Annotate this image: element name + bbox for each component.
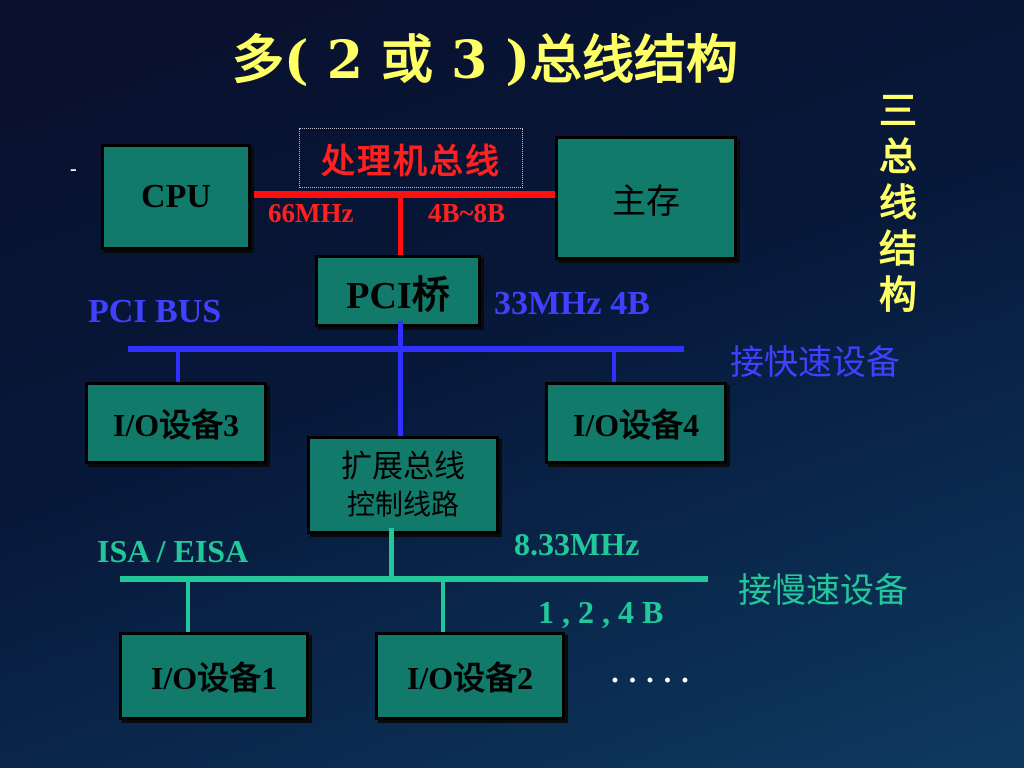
processor-bus-width: 4B~8B (428, 198, 506, 228)
pci-bus-label: PCI BUS (88, 293, 222, 330)
side-caption-char: 构 (878, 272, 917, 317)
processor-bus-freq: 66MHz (268, 198, 354, 228)
pci-bus-to-io3 (176, 346, 180, 382)
side-caption-char: 线 (878, 180, 917, 225)
io-device-1-box: I/O设备1 (119, 632, 309, 720)
pci-bus-to-io4 (612, 346, 616, 382)
pci-bus-note: 接快速设备 (730, 343, 900, 383)
cpu-box: CPU (101, 144, 251, 250)
isa-bus-freq: 8.33MHz (514, 526, 640, 562)
io-device-4-box: I/O设备4 (545, 382, 727, 464)
isa-bus-width: 1 , 2 , 4 B (538, 594, 664, 630)
side-caption-char: 结 (878, 226, 917, 271)
expansion-bus-controller-line1: 扩展总线 (341, 449, 465, 485)
io-device-3-box: I/O设备3 (85, 382, 267, 464)
io-device-2-box: I/O设备2 (375, 632, 565, 720)
isa-bus-trunk (389, 528, 394, 576)
isa-bus-note: 接慢速设备 (738, 571, 908, 611)
pci-bridge-box: PCI桥 (315, 255, 481, 327)
pci-bus-spec: 33MHz 4B (494, 285, 650, 322)
expansion-bus-controller-box: 扩展总线 控制线路 (307, 436, 499, 534)
main-memory-box: 主存 (555, 136, 737, 260)
processor-bus-label: 处理机总线 (299, 128, 523, 188)
more-devices-ellipsis: · · · · · (610, 664, 691, 697)
isa-bus-to-io1 (186, 576, 190, 632)
processor-bus-to-pci-bridge (398, 191, 403, 257)
expansion-bus-controller-line2: 控制线路 (346, 488, 459, 521)
isa-bus-line (120, 576, 708, 582)
pci-bus-line (128, 346, 684, 352)
isa-bus-to-io2 (441, 576, 445, 632)
page-title: 多( 2 或 3 )总线结构 (232, 30, 738, 91)
isa-bus-label: ISA / EISA (97, 533, 249, 569)
side-caption-char: 三 (878, 88, 917, 133)
side-caption-char: 总 (878, 134, 917, 179)
side-caption: 三 总 线 结 构 (872, 88, 924, 318)
pci-bus-trunk (398, 321, 403, 437)
dash-mark: - (70, 158, 77, 180)
